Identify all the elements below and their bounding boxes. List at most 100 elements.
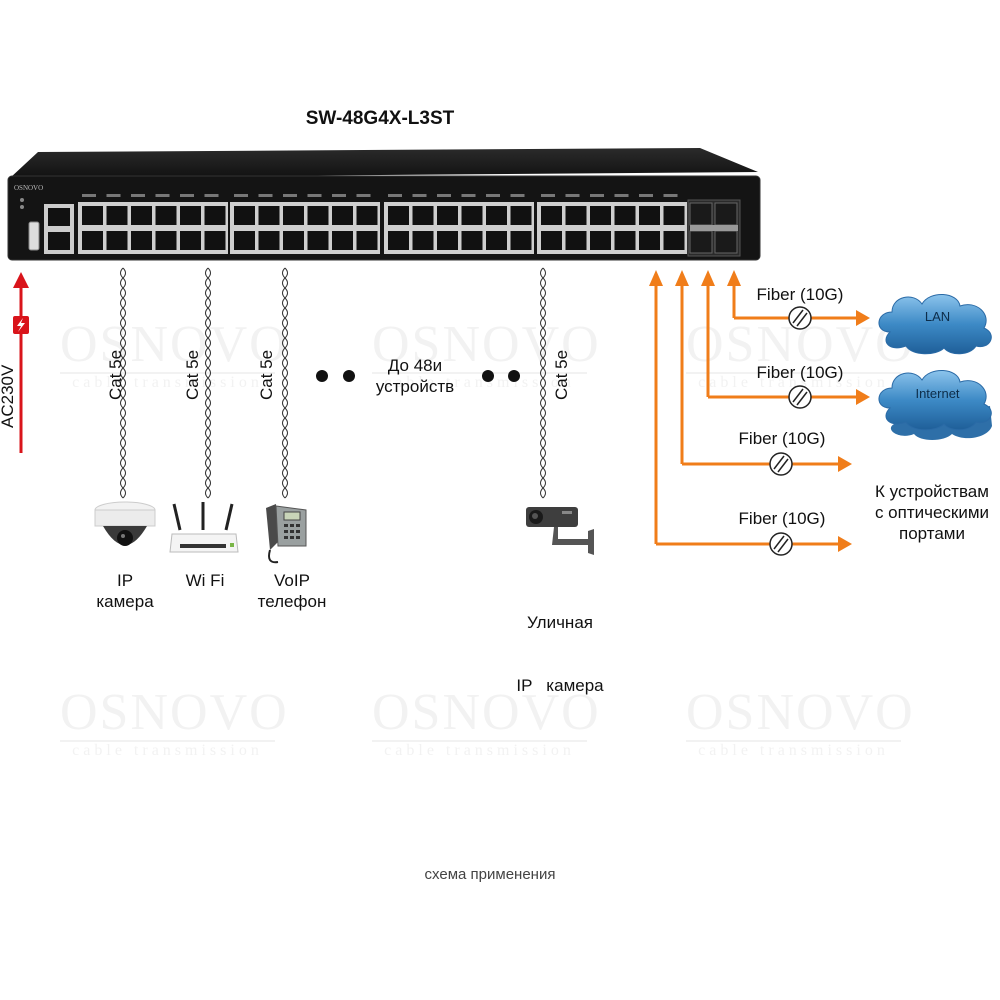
watermark-sub: cable transmission <box>686 740 901 760</box>
port-led-label <box>307 194 322 197</box>
fiber-arrowhead-right <box>856 389 870 405</box>
watermark: OSNOVO cable transmission <box>60 684 289 760</box>
cable-label: Cat 5e <box>552 349 571 400</box>
cable-strand <box>120 267 124 499</box>
connector-stripe <box>796 391 808 406</box>
fiber-label: Fiber (10G) <box>756 363 844 382</box>
rj45-port <box>180 206 201 225</box>
rj45-port <box>204 231 226 250</box>
fiber-links <box>649 270 870 556</box>
rj45-port <box>663 206 685 225</box>
fiber-connector-icon <box>769 452 793 476</box>
watermark-sub: cable transmission <box>686 372 901 392</box>
watermark-main: OSNOVO <box>60 684 289 741</box>
port-led-label <box>155 194 170 197</box>
rj45-port <box>437 231 458 250</box>
port-led-label <box>437 194 451 197</box>
port-led-label <box>82 194 96 197</box>
watermark-main: OSNOVO <box>60 316 289 373</box>
rj45-port <box>283 206 304 225</box>
fiber-arrowhead-right <box>838 456 852 472</box>
device-label-line2: камера <box>96 592 154 611</box>
sfp-port <box>689 230 713 254</box>
voip-phone-icon <box>266 504 307 564</box>
device-count-line2: устройств <box>375 377 455 396</box>
rj45-port <box>639 231 660 250</box>
power-input <box>13 272 29 453</box>
watermark-main: OSNOVO <box>372 684 601 741</box>
port-led-label <box>486 194 500 197</box>
rj45-port-group <box>78 194 687 254</box>
fiber-label: Fiber (10G) <box>756 285 844 304</box>
port-led-label <box>590 194 604 197</box>
cable-strand <box>205 267 209 499</box>
rj45-port <box>590 231 611 250</box>
cable-label: Cat 5e <box>183 349 202 400</box>
fiber-arrowhead-up <box>675 270 689 286</box>
rj45-port <box>307 206 329 225</box>
port-led-label <box>510 194 525 197</box>
device-count-text: До 48и устройств <box>360 355 470 397</box>
lightning-glyph <box>17 318 25 332</box>
rj45-port <box>565 206 587 225</box>
watermark-sub: cable transmission <box>60 372 275 392</box>
rj45-port <box>437 206 458 225</box>
rj45-port <box>486 231 507 250</box>
rj45-port <box>510 231 532 250</box>
rj45-port <box>541 231 562 250</box>
optical-devices-line1: К устройствам <box>875 482 989 501</box>
twisted-pair-cable <box>540 267 546 499</box>
product-title: SW-48G4X-L3ST <box>305 108 455 129</box>
device-label: IP камера <box>85 570 165 612</box>
wifi-router-icon <box>169 502 239 553</box>
twisted-pair-cable <box>282 267 288 499</box>
usb-port <box>28 221 40 251</box>
cable-strand <box>282 267 286 499</box>
connector-stripe <box>773 455 785 470</box>
watermark: OSNOVO cable transmission <box>686 687 913 760</box>
fiber-label: Fiber (10G) <box>738 509 826 528</box>
rj45-port <box>106 231 128 250</box>
port-led-label <box>283 194 297 197</box>
port-led-label <box>614 194 629 197</box>
watermark-main: OSNOVO <box>372 316 601 373</box>
fiber-link <box>701 270 870 409</box>
fiber-arrowhead-right <box>838 536 852 552</box>
rj45-port <box>663 231 685 250</box>
port-led-label <box>180 194 194 197</box>
fiber-arrowhead-up <box>701 270 715 286</box>
sfp-port-group <box>687 199 741 257</box>
dot <box>343 370 355 382</box>
rj45-port <box>234 231 255 250</box>
sfp-port <box>689 202 713 226</box>
rj45-port <box>412 231 434 250</box>
watermark: OSNOVO cable transmission <box>372 684 601 760</box>
cloud-label-internet: Internet <box>915 386 960 401</box>
rj45-port <box>307 231 329 250</box>
fiber-link <box>675 270 852 476</box>
fiber-connector-icon <box>769 532 793 556</box>
connector-stripe <box>792 309 804 324</box>
console-port <box>48 208 70 226</box>
fiber-arrowhead-up <box>727 270 741 286</box>
cable-strand <box>540 267 544 499</box>
optical-devices-line3: портами <box>899 524 965 543</box>
dot <box>482 370 494 382</box>
rj45-port <box>82 231 103 250</box>
dot <box>316 370 328 382</box>
port-led-label <box>332 194 346 197</box>
watermark-sub: cable transmission <box>372 372 587 392</box>
cable-label: Cat 5e <box>106 349 125 400</box>
watermark-sub: cable transmission <box>372 740 587 760</box>
cable-strand <box>207 267 211 499</box>
rj45-port <box>461 231 483 250</box>
rj45-port <box>180 231 201 250</box>
optical-devices-text: К устройствам с оптическими портами <box>862 481 1000 544</box>
rj45-port <box>234 206 255 225</box>
rj45-port <box>590 206 611 225</box>
watermark: OSNOVO cable transmission <box>60 316 289 392</box>
device-label: VoIP телефон <box>250 570 334 612</box>
fiber-arrowhead-right <box>856 310 870 326</box>
rj45-port <box>510 206 532 225</box>
